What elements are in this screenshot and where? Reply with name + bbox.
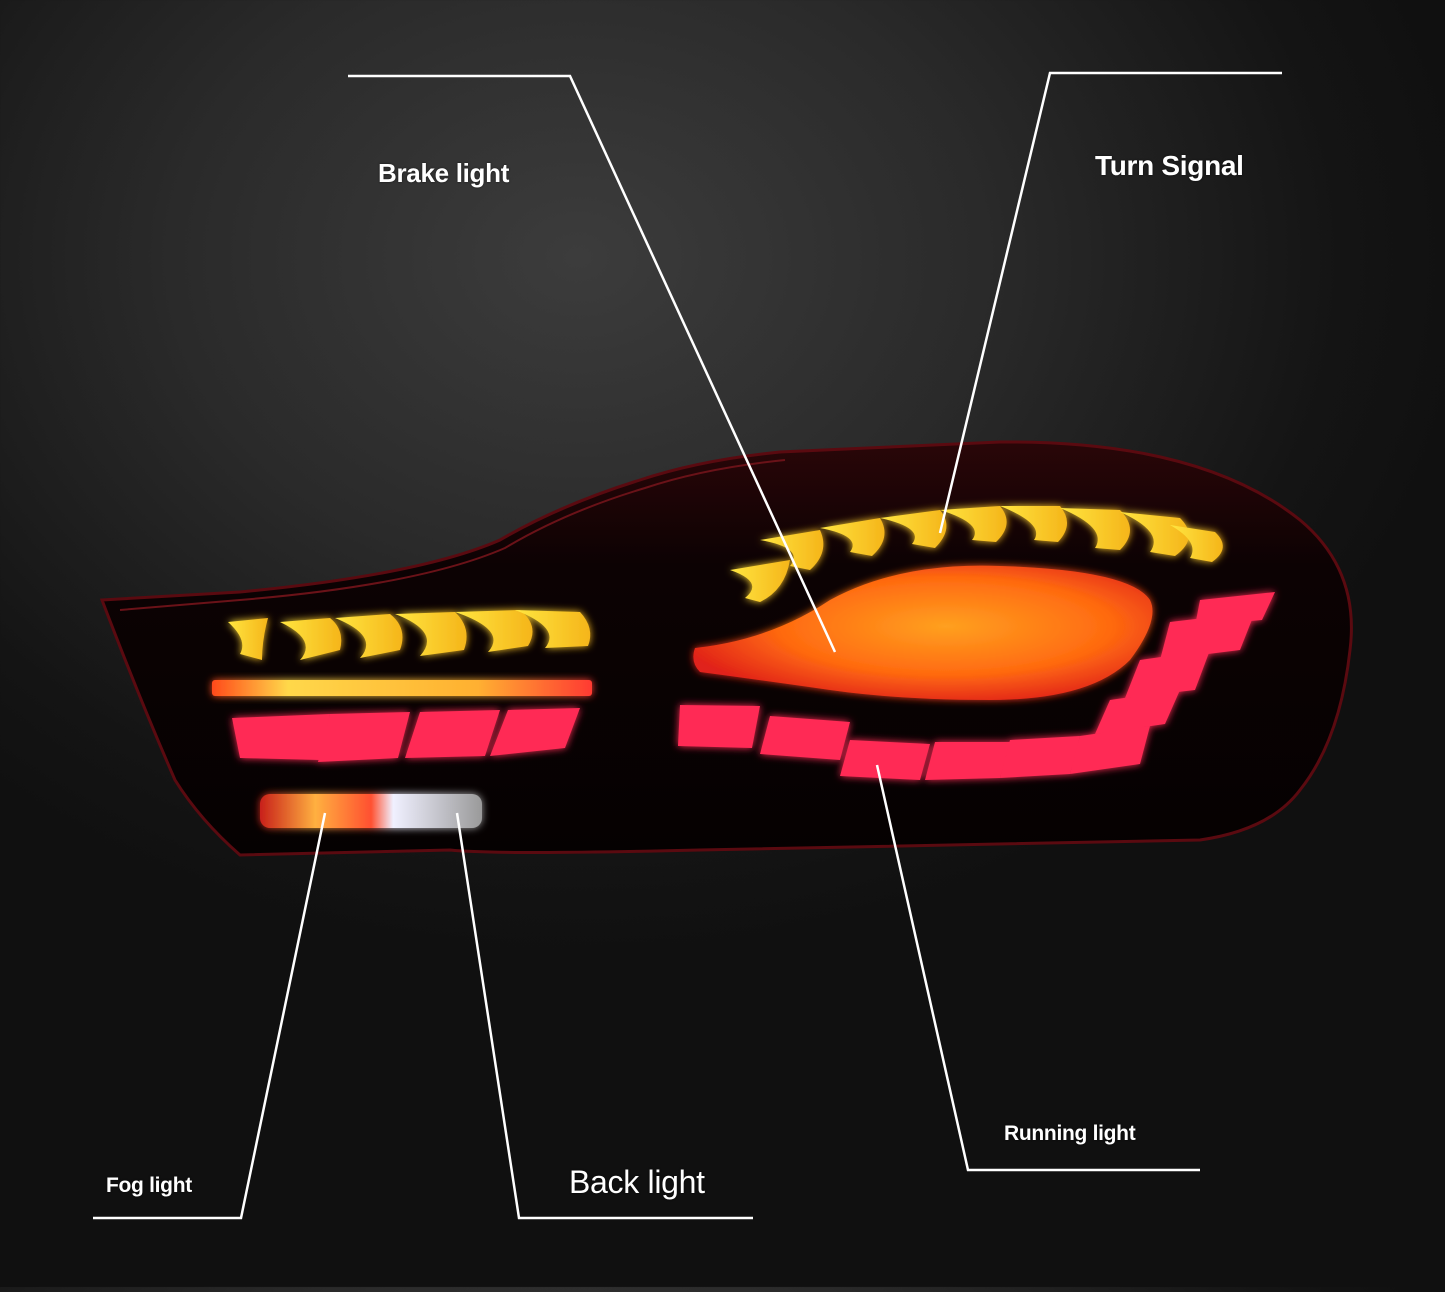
back-light-label: Back light <box>569 1164 705 1200</box>
fog-light-label: Fog light <box>106 1174 192 1197</box>
brake-light-lens <box>693 565 1153 700</box>
running-callout-line <box>875 764 1200 1172</box>
brake-light-label: Brake light <box>378 158 510 188</box>
turn-signal-label: Turn Signal <box>1095 150 1244 181</box>
brake-callout-line <box>348 74 837 653</box>
turn-signal-right <box>730 506 1223 602</box>
running-light-right <box>678 592 1275 780</box>
fog-back-light-strip <box>260 794 482 828</box>
turn-signal-left <box>228 610 591 660</box>
callout-lines <box>93 71 1282 1220</box>
stop-bar <box>212 680 592 696</box>
running-light-left <box>232 708 580 762</box>
back-callout-line <box>455 812 753 1220</box>
turn-callout-line <box>938 71 1282 534</box>
fog-callout-line <box>93 812 327 1220</box>
running-light-label: Running light <box>1004 1122 1136 1145</box>
